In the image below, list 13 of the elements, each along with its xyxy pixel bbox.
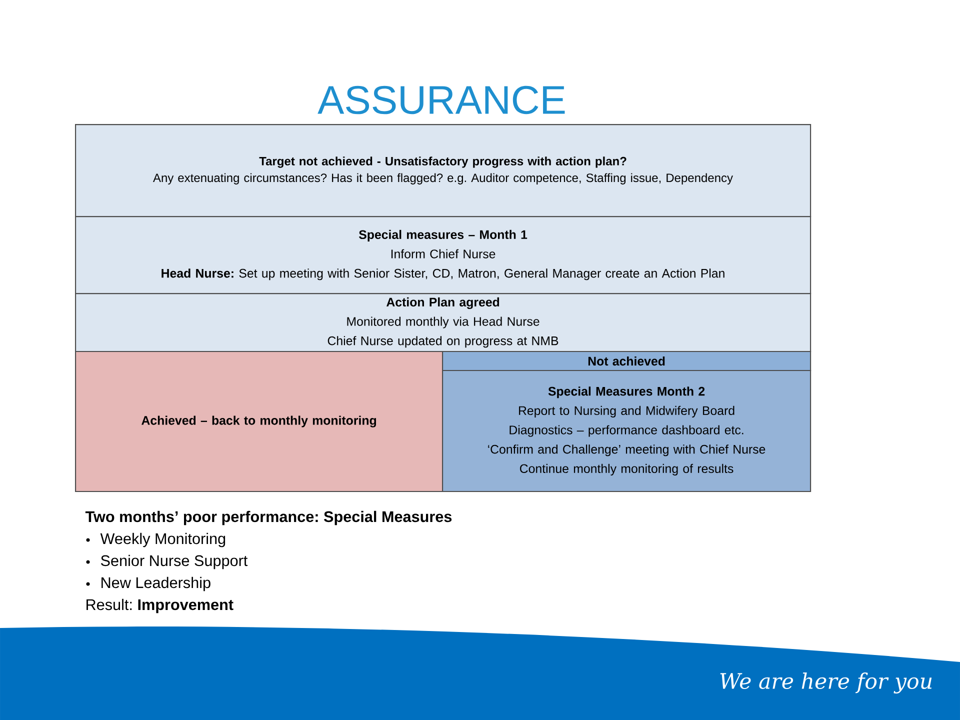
slogan: We are here for you — [720, 672, 932, 694]
result-line: Result: Improvement — [86, 598, 234, 614]
outcome-box: Achieved – back to monthly monitoring — [75, 351, 444, 492]
bullet-item: Senior Nurse Support — [100, 554, 248, 570]
summary-heading: Two months’ poor performance: Special Measures — [85, 510, 452, 526]
step-box: Action Plan agreed Monitored monthly via Head Nurse Chief Nurse updated on progress at NMB — [75, 293, 812, 352]
step-box: Special measures – Month 1 Inform Chief Nurse Head Nurse: Set up meeting with Senior Sister, CD, Matron, General Manager create an Action Plan — [75, 216, 812, 294]
header-box: Not achieved — [442, 351, 812, 372]
title: ASSURANCE — [318, 86, 565, 114]
bullet-item: Weekly Monitoring — [100, 532, 226, 548]
bullet-item: New Leadership — [102, 576, 210, 592]
step-box: Target not achieved - Unsatisfactory progress with action plan? Any extenuating circumstances? Has it been flagged? e.g. Auditor competence, Staffing issue, Dependency — [75, 124, 812, 218]
step-box: Special Measures Month 2 Report to Nursing and Midwifery Board Diagnostics – performance dashboard etc. ‘Confirm and Challenge’ meeting with Chief Nurse Continue monthly monitoring of results — [442, 370, 812, 492]
